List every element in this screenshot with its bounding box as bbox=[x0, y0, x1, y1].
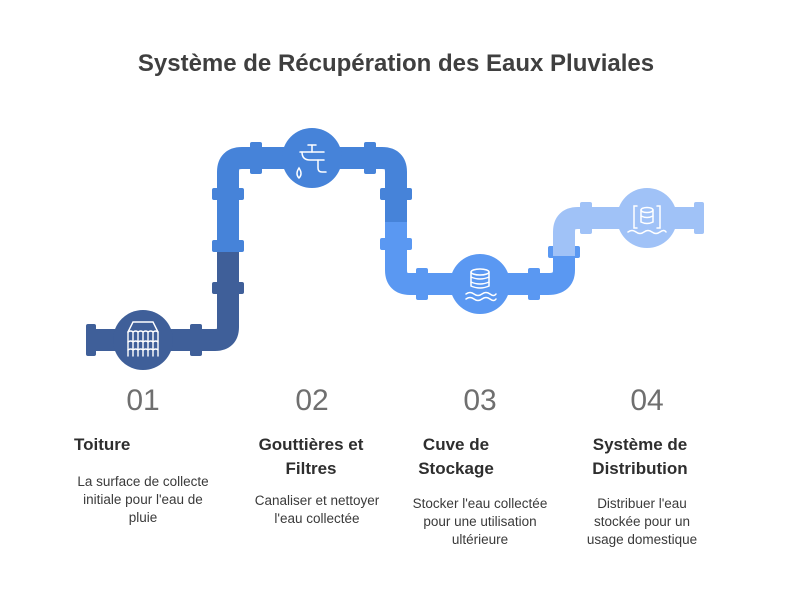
distribution-icon bbox=[617, 188, 677, 248]
roof-tiles-icon bbox=[113, 310, 173, 370]
gutter-filter-icon bbox=[282, 128, 342, 188]
step-heading-1: Toiture bbox=[74, 435, 131, 454]
step-number-3: 03 bbox=[463, 384, 497, 417]
storage-tank-icon bbox=[450, 254, 510, 314]
page-title: Système de Récupération des Eaux Pluvial… bbox=[137, 50, 655, 77]
pipe-segment-4 bbox=[553, 202, 704, 256]
step-description-4: Distribuer l'eau stockée pour un usage d… bbox=[586, 496, 698, 547]
step-heading-2: Gouttières et Filtres bbox=[258, 435, 364, 478]
step-heading-4: Système de Distribution bbox=[592, 435, 688, 478]
step-description-1: La surface de collecte initiale pour l'e… bbox=[77, 474, 209, 525]
step-description-3: Stocker l'eau collectée pour une utilisa… bbox=[412, 496, 548, 547]
step-heading-3: Cuve de Stockage bbox=[418, 435, 494, 478]
pipe-segment-1 bbox=[86, 250, 244, 356]
step-description-2: Canaliser et nettoyer l'eau collectée bbox=[254, 493, 380, 526]
step-number-4: 04 bbox=[630, 384, 664, 417]
step-number-2: 02 bbox=[295, 384, 329, 417]
step-number-1: 01 bbox=[126, 384, 160, 417]
